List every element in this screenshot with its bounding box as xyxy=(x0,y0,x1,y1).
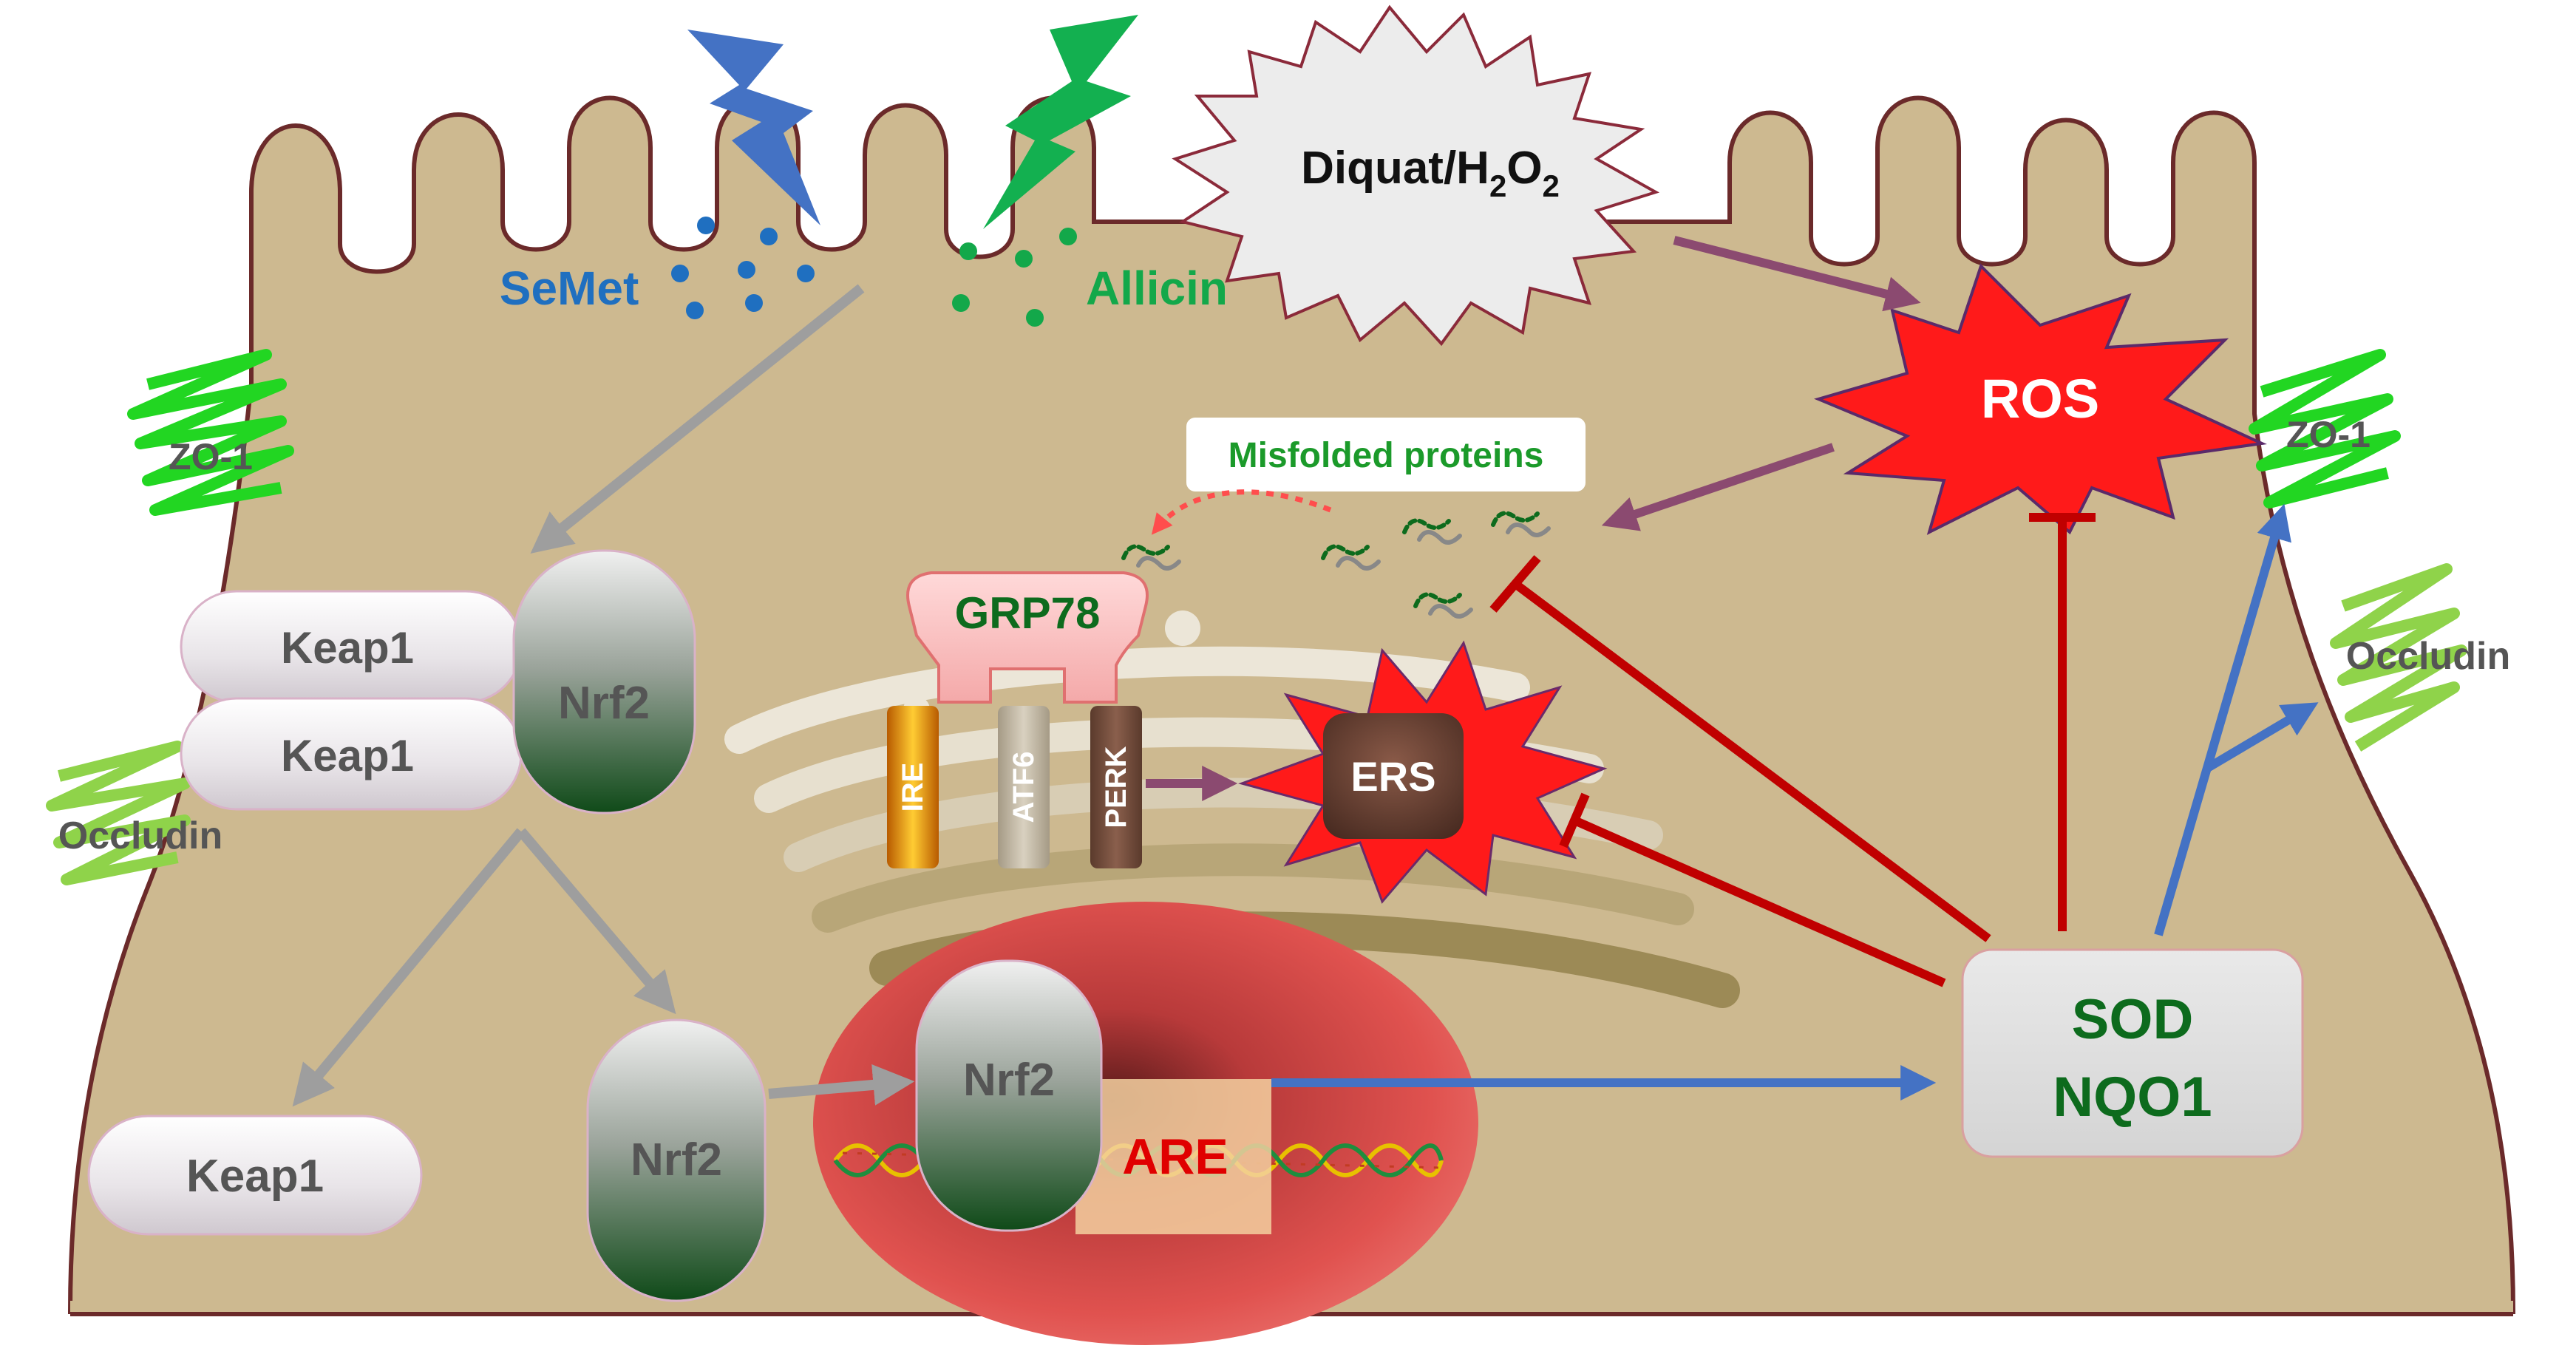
inhibit-sod-ers-bar xyxy=(1559,792,1590,848)
arrow-complex-to-nrf2 xyxy=(517,828,676,1015)
scribble-icon xyxy=(127,349,294,516)
scribble-icon xyxy=(2249,349,2401,508)
are-box xyxy=(1075,1079,1271,1234)
allicin-lightning-bolt-icon xyxy=(983,15,1138,229)
grp78-chaperone xyxy=(906,571,1149,704)
gray-arrows xyxy=(292,284,915,1107)
misfolded-label: Misfolded proteins xyxy=(1228,436,1544,475)
inhibition-lines xyxy=(1489,513,2096,987)
ers-box xyxy=(1323,713,1464,839)
sod-nqo1-box xyxy=(1961,948,2304,1158)
allicin-label: Allicin xyxy=(1086,262,1228,315)
misfolded-callout xyxy=(1186,418,1586,491)
grp78-label: GRP78 xyxy=(955,588,1101,638)
arrow-complex-to-keap1 xyxy=(292,828,526,1107)
inhibit-sod-misfolded xyxy=(1512,580,1991,942)
diquat-label: Diquat/H2O2 xyxy=(1301,143,1560,203)
keap1-mid-label: Keap1 xyxy=(281,731,414,780)
arrow-semet-to-complex xyxy=(530,284,865,554)
arrow-sod-to-zo1 xyxy=(2154,503,2291,936)
arrow-ros-to-misfolded xyxy=(1601,443,1835,531)
blue-arrows xyxy=(1271,503,2319,1100)
arrow-sod-to-occludin xyxy=(2203,702,2319,773)
inhibit-sod-misfolded-bar xyxy=(1489,555,1541,613)
arrow-diquat-to-ros xyxy=(1673,236,1921,312)
semet-label: SeMet xyxy=(500,262,639,315)
occludin-right-label: Occludin xyxy=(2346,635,2510,678)
nrf2-complex xyxy=(512,549,696,814)
purple-arrows xyxy=(1146,236,1921,801)
ros-label: ROS xyxy=(1981,368,2099,429)
arrow-nrf2-to-nucleus xyxy=(768,1064,915,1106)
zo1-right-junction: ZO-1 xyxy=(2249,349,2401,508)
zo1-left-junction: ZO-1 xyxy=(127,349,294,516)
occludin-left-junction: Occludin xyxy=(46,741,222,885)
ire-label: IRE xyxy=(897,763,929,812)
ros-star xyxy=(1814,263,2267,535)
perk-sensor xyxy=(1090,706,1142,868)
nrf2-nuclear xyxy=(915,959,1103,1232)
keap1-free-label: Keap1 xyxy=(186,1151,324,1202)
keap1-top-label: Keap1 xyxy=(281,623,414,673)
misfolded-dotted-arrow xyxy=(1151,489,1332,535)
occludin-right-junction: Occludin xyxy=(2330,563,2510,752)
perk-label: PERK xyxy=(1100,746,1132,828)
misfolded-protein-glyphs xyxy=(1121,511,1551,619)
ire-sensor xyxy=(887,706,939,868)
allicin-molecules xyxy=(952,228,1077,327)
inhibit-sod-ers xyxy=(1572,816,1946,987)
are-label: ARE xyxy=(1122,1129,1228,1185)
ers-label: ERS xyxy=(1350,753,1435,800)
diquat-starburst xyxy=(1172,4,1660,347)
nrf2-nuclear-label: Nrf2 xyxy=(963,1055,1055,1106)
scribble-icon xyxy=(2330,563,2467,752)
nrf2-cytosolic-label: Nrf2 xyxy=(631,1134,722,1185)
keap1-free xyxy=(87,1115,423,1236)
zo1-left-label: ZO-1 xyxy=(169,436,253,477)
semet-molecules xyxy=(671,217,815,319)
atf6-sensor xyxy=(998,706,1050,868)
scribble-icon xyxy=(46,741,191,885)
occludin-left-label: Occludin xyxy=(58,814,222,857)
semet-lightning-bolt-icon xyxy=(687,30,820,225)
atf6-label: ATF6 xyxy=(1007,751,1040,823)
nqo1-label: NQO1 xyxy=(2053,1066,2212,1129)
zo1-right-label: ZO-1 xyxy=(2286,414,2371,455)
nrf2-cytosolic xyxy=(586,1018,767,1302)
nrf2-complex-label: Nrf2 xyxy=(558,678,650,729)
sod-label: SOD xyxy=(2072,988,2194,1051)
